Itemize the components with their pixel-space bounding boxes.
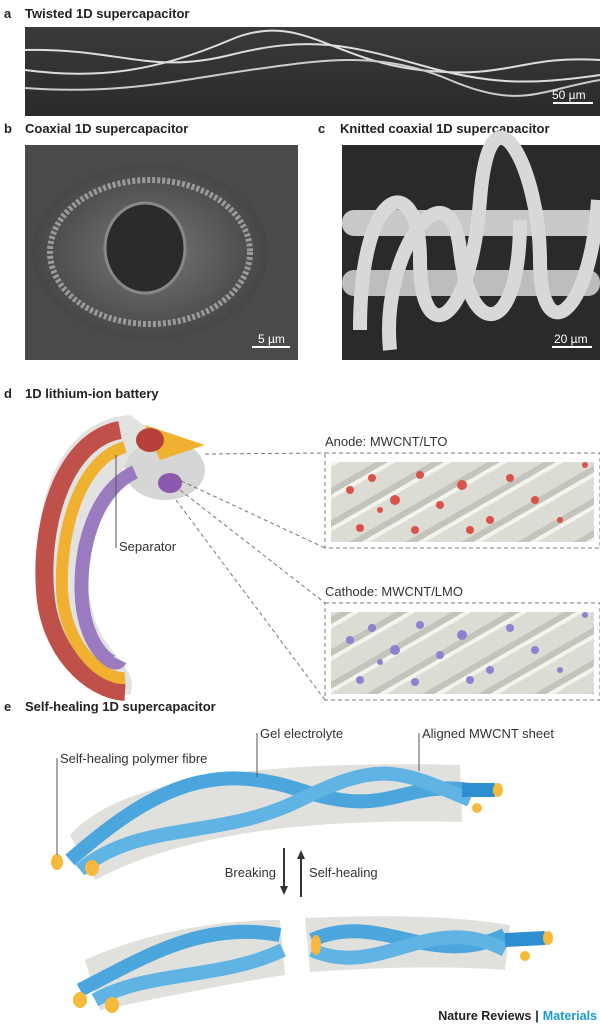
scale-bar-b: 5 µm <box>258 332 285 346</box>
zoom-lines <box>174 452 326 701</box>
panel-d-title: 1D lithium-ion battery <box>25 386 159 401</box>
twisted-sem-image: 50 µm <box>24 27 600 116</box>
aligned-sheet-label: Aligned MWCNT sheet <box>422 726 554 741</box>
panel-c: c Knitted coaxial 1D supercapacitor 20 µ… <box>318 121 600 360</box>
broken-fibre-right <box>305 916 553 972</box>
scale-bar-c: 20 µm <box>554 332 588 346</box>
panel-b-title: Coaxial 1D supercapacitor <box>25 121 188 136</box>
footer-credit: Nature Reviews | Materials <box>438 1009 597 1023</box>
separator-label: Separator <box>119 539 177 554</box>
battery-illustration: Separator <box>35 415 205 701</box>
breaking-label: Breaking <box>225 865 276 880</box>
journal-name: Nature Reviews <box>438 1009 531 1023</box>
knitted-sem-image: 20 µm <box>342 130 600 360</box>
panel-e-letter: e <box>4 699 11 714</box>
panel-b-letter: b <box>4 121 12 136</box>
self-healing-label: Self-healing <box>309 865 378 880</box>
panel-e: e Self-healing 1D supercapacitor Gel ele… <box>4 699 554 1013</box>
breaking-arrow <box>280 848 288 895</box>
panel-c-letter: c <box>318 121 325 136</box>
gel-electrolyte-label: Gel electrolyte <box>260 726 343 741</box>
anode-particles <box>346 462 588 534</box>
footer-separator: | <box>535 1009 539 1023</box>
panel-a: a Twisted 1D supercapacitor 50 µm <box>4 6 600 116</box>
panel-a-title: Twisted 1D supercapacitor <box>25 6 189 21</box>
broken-fibre-left <box>73 920 287 1013</box>
cathode-particles <box>346 612 588 686</box>
coaxial-sem-image: 5 µm <box>25 145 298 360</box>
cathode-inset <box>324 602 600 701</box>
panel-d-letter: d <box>4 386 12 401</box>
panel-d: d 1D lithium-ion battery Separator Anode… <box>4 386 600 701</box>
panel-b: b Coaxial 1D supercapacitor 5 µm <box>4 121 298 360</box>
journal-section: Materials <box>543 1009 597 1023</box>
panel-c-title: Knitted coaxial 1D supercapacitor <box>340 121 550 136</box>
scale-bar-a: 50 µm <box>552 88 586 102</box>
polymer-fibre-label: Self-healing polymer fibre <box>60 751 207 766</box>
anode-label: Anode: MWCNT/LTO <box>325 434 447 449</box>
panel-a-letter: a <box>4 6 12 21</box>
panel-e-title: Self-healing 1D supercapacitor <box>25 699 216 714</box>
anode-inset <box>324 452 600 549</box>
self-healing-arrow <box>297 850 305 897</box>
intact-fibre <box>51 733 503 880</box>
cathode-label: Cathode: MWCNT/LMO <box>325 584 463 599</box>
